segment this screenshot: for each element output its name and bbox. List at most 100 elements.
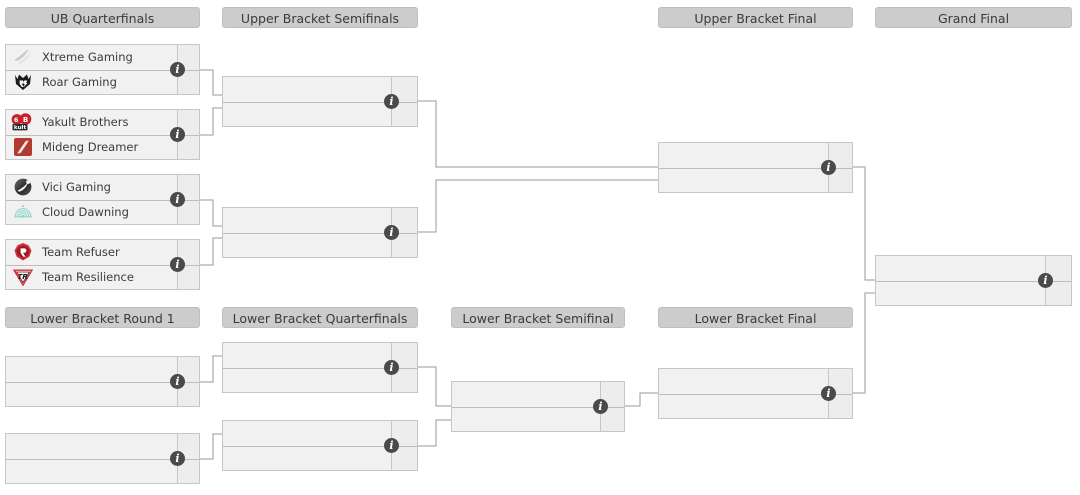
round-header-grand-final: Grand Final xyxy=(875,7,1072,28)
match-lbr1-2-team-1[interactable] xyxy=(6,434,199,459)
team-name: Mideng Dreamer xyxy=(42,140,139,155)
team-logo-placeholder xyxy=(227,421,253,445)
connector-line-3 xyxy=(200,199,222,227)
match-ubqf-1-info-icon[interactable]: i xyxy=(170,62,185,77)
team-logo-placeholder xyxy=(10,459,36,483)
match-ubsf-2-team-2[interactable] xyxy=(223,232,417,257)
match-ubf-1[interactable] xyxy=(658,142,853,193)
svg-text:kult: kult xyxy=(14,125,27,131)
round-header-lb-semifinal: Lower Bracket Semifinal xyxy=(451,307,625,328)
team-logo-placeholder xyxy=(663,394,689,418)
team-logo-placeholder xyxy=(227,446,253,470)
match-lbr1-2[interactable] xyxy=(5,433,200,484)
connector-line-4 xyxy=(200,237,222,266)
round-header-lb-round-1: Lower Bracket Round 1 xyxy=(5,307,200,328)
match-ubqf-3-team-1[interactable]: Vici Gaming xyxy=(6,175,199,200)
round-header-lb-final: Lower Bracket Final xyxy=(658,307,853,328)
score-bottom xyxy=(1046,280,1071,306)
match-ubf-1-team-1[interactable] xyxy=(659,143,852,168)
team-name: Cloud Dawning xyxy=(42,205,129,220)
match-lbqf-2-info-icon[interactable]: i xyxy=(384,438,399,453)
match-ubqf-4-info-icon[interactable]: i xyxy=(170,257,185,272)
team-logo-placeholder xyxy=(456,407,482,431)
mideng-dreamer-logo xyxy=(10,135,36,159)
roar-gaming-logo xyxy=(10,70,36,94)
team-logo-placeholder xyxy=(663,143,689,167)
match-lbr1-1-info-icon[interactable]: i xyxy=(170,374,185,389)
score-bottom xyxy=(601,406,624,432)
score-bottom xyxy=(178,264,199,290)
team-logo-placeholder xyxy=(456,382,482,406)
team-logo-placeholder xyxy=(10,382,36,406)
match-lbr1-2-info-icon[interactable]: i xyxy=(170,451,185,466)
score-bottom xyxy=(392,367,417,393)
team-logo-placeholder xyxy=(663,369,689,393)
connector-line-10 xyxy=(200,433,222,460)
match-ubqf-3-team-2[interactable]: Cloud Dawning xyxy=(6,199,199,224)
match-ubf-1-team-2[interactable] xyxy=(659,167,852,192)
team-logo-placeholder xyxy=(663,168,689,192)
match-ubf-1-info-icon[interactable]: i xyxy=(821,160,836,175)
match-lbsf-1-info-icon[interactable]: i xyxy=(593,399,608,414)
match-lbf-1-team-2[interactable] xyxy=(659,393,852,418)
team-resilience-logo: TR xyxy=(10,265,36,289)
round-header-ub-final: Upper Bracket Final xyxy=(658,7,853,28)
score-bottom xyxy=(829,393,852,419)
team-logo-placeholder xyxy=(227,102,253,126)
round-header-lb-quarterfinals: Lower Bracket Quarterfinals xyxy=(222,307,418,328)
team-logo-placeholder xyxy=(227,233,253,257)
score-bottom xyxy=(178,381,199,407)
match-ubqf-2-info-icon[interactable]: i xyxy=(170,127,185,142)
match-ubqf-4-team-1[interactable]: Team Refuser xyxy=(6,240,199,265)
score-bottom xyxy=(178,199,199,225)
score-bottom xyxy=(178,134,199,160)
match-ubqf-1-team-1[interactable]: Xtreme Gaming xyxy=(6,45,199,70)
match-gf-1-info-icon[interactable]: i xyxy=(1038,273,1053,288)
match-ubqf-2-team-2[interactable]: Mideng Dreamer xyxy=(6,134,199,159)
svg-text:6: 6 xyxy=(14,116,19,124)
score-bottom xyxy=(392,101,417,127)
match-ubqf-1-team-2[interactable]: Roar Gaming xyxy=(6,69,199,94)
team-refuser-logo xyxy=(10,240,36,264)
match-ubsf-1-info-icon[interactable]: i xyxy=(384,94,399,109)
match-lbqf-1-info-icon[interactable]: i xyxy=(384,360,399,375)
score-bottom xyxy=(392,445,417,471)
match-lbf-1-team-1[interactable] xyxy=(659,369,852,394)
match-lbr1-1-team-2[interactable] xyxy=(6,381,199,406)
team-name: Roar Gaming xyxy=(42,75,117,90)
score-bottom xyxy=(178,458,199,484)
xtreme-gaming-logo xyxy=(10,45,36,69)
score-bottom xyxy=(392,232,417,258)
svg-text:B: B xyxy=(23,116,28,124)
match-lbr1-2-team-2[interactable] xyxy=(6,458,199,483)
team-logo-placeholder xyxy=(227,368,253,392)
connector-line-6 xyxy=(418,179,658,233)
match-ubsf-2-info-icon[interactable]: i xyxy=(384,225,399,240)
team-logo-placeholder xyxy=(10,434,36,458)
connector-line-11 xyxy=(418,366,451,407)
connector-line-5 xyxy=(418,100,658,168)
match-lbf-1-info-icon[interactable]: i xyxy=(821,386,836,401)
connector-line-2 xyxy=(200,107,222,136)
match-lbr1-1-team-1[interactable] xyxy=(6,357,199,382)
match-lbr1-1[interactable] xyxy=(5,356,200,407)
round-header-ub-semifinals: Upper Bracket Semifinals xyxy=(222,7,418,28)
team-logo-placeholder xyxy=(227,208,253,232)
team-logo-placeholder xyxy=(227,343,253,367)
connector-line-9 xyxy=(200,355,222,383)
svg-text:TR: TR xyxy=(17,272,28,281)
team-logo-placeholder xyxy=(10,357,36,381)
connector-line-1 xyxy=(200,69,222,96)
connector-line-13 xyxy=(625,392,658,407)
team-logo-placeholder xyxy=(880,256,906,280)
cloud-dawning-logo xyxy=(10,200,36,224)
score-bottom xyxy=(178,69,199,95)
match-ubqf-3-info-icon[interactable]: i xyxy=(170,192,185,207)
